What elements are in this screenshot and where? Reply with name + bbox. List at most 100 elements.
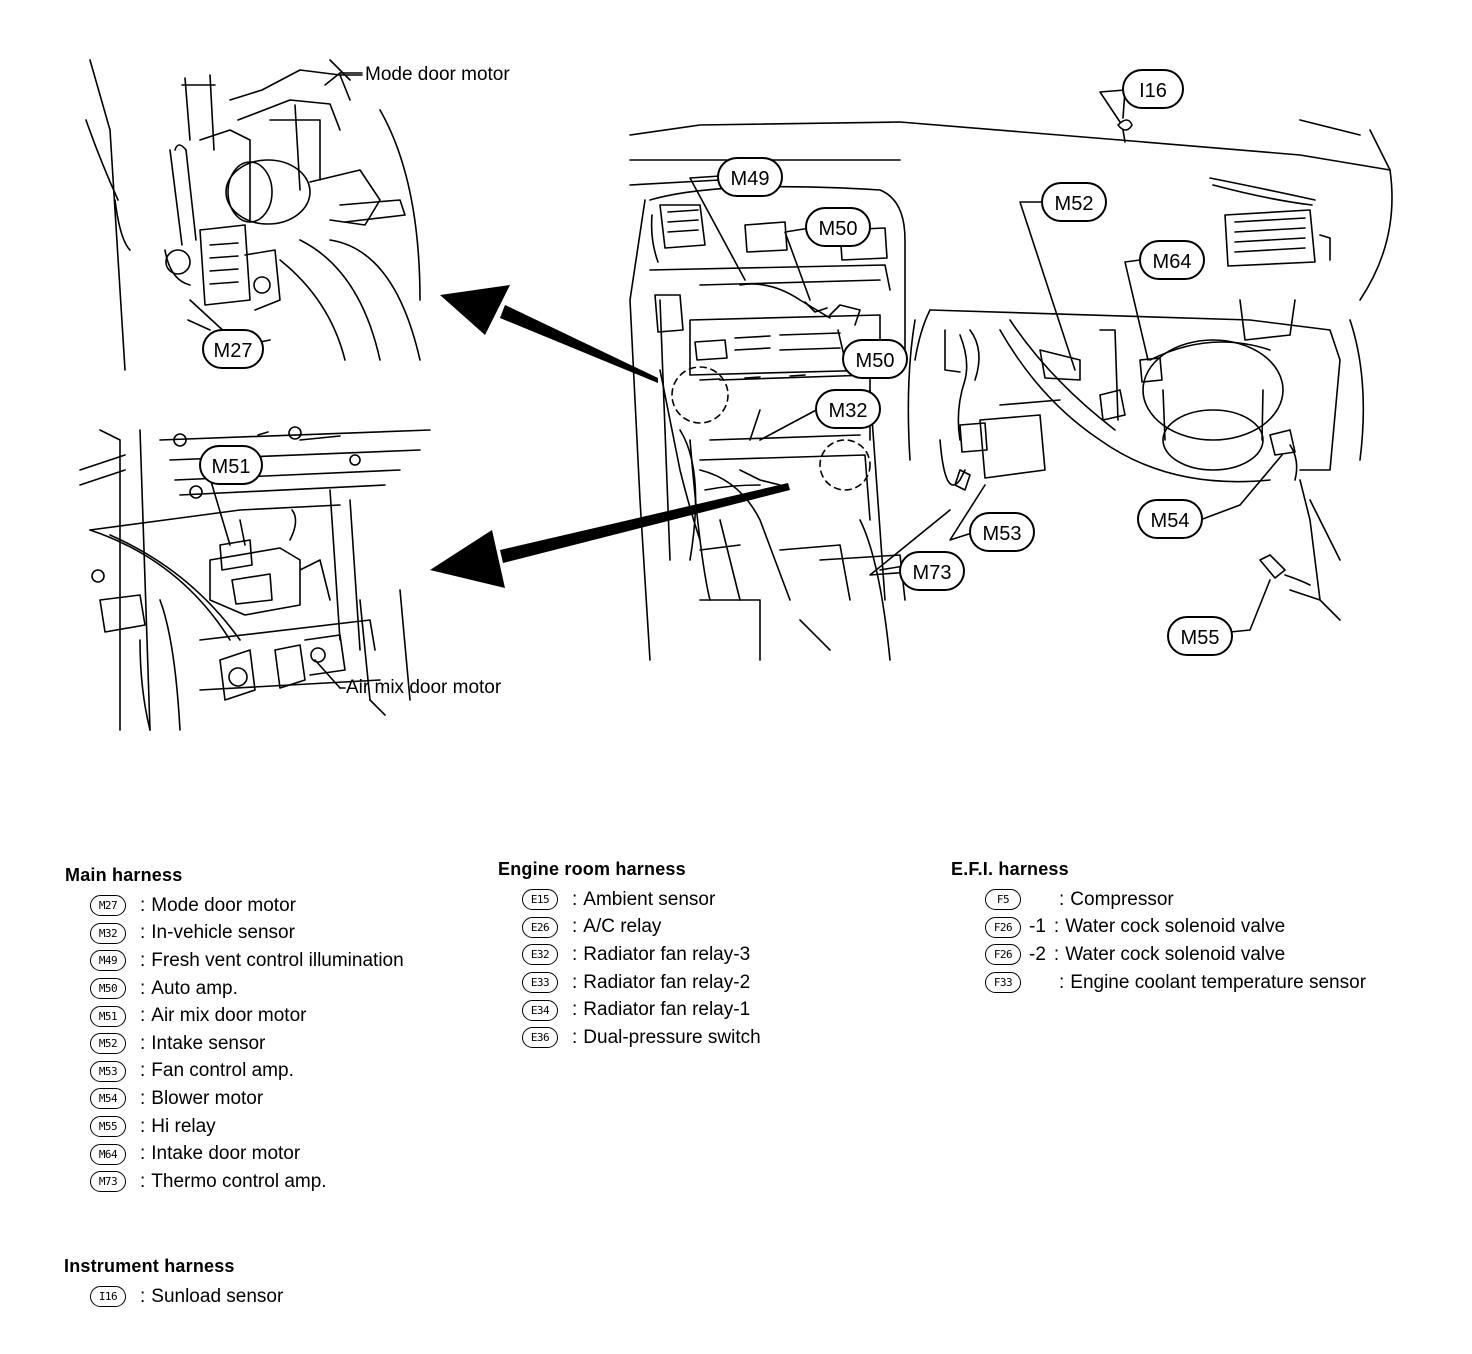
legend-label: Sunload sensor: [151, 1285, 284, 1307]
connector-badge: M73: [90, 1171, 126, 1193]
legend-row: M52:Intake sensor: [90, 1030, 404, 1058]
legend-label: A/C relay: [583, 916, 662, 938]
connector-badge: F26: [985, 944, 1021, 966]
oval-m49: [717, 157, 783, 197]
colon: :: [140, 1087, 146, 1109]
instrument-panel-view: [629, 119, 1393, 661]
callout-m51: M51: [212, 456, 251, 478]
component-location-drawing: Mode door motor Air mix door motor M27 M…: [79, 59, 1393, 731]
callout-m73: M73: [913, 562, 952, 584]
colon: :: [140, 894, 146, 916]
legend-label: Water cock solenoid valve: [1065, 916, 1286, 938]
legend-label: Hi relay: [151, 1115, 216, 1137]
connector-badge: F5: [985, 889, 1021, 911]
connector-badge: M32: [90, 922, 126, 944]
section-title: Main harness: [65, 865, 183, 885]
callout-ovals: [199, 69, 1233, 656]
colon: :: [1053, 943, 1060, 965]
connector-badge: M50: [90, 978, 126, 1000]
legend-row: F5:Compressor: [985, 886, 1366, 914]
oval-i16: [1122, 69, 1184, 109]
legend-label: Compressor: [1070, 888, 1174, 910]
callout-m53: M53: [983, 523, 1022, 545]
colon: :: [140, 1005, 146, 1027]
legend-row: E26:A/C relay: [522, 914, 761, 942]
legend-label: Intake door motor: [151, 1143, 301, 1165]
oval-m73: [899, 551, 965, 591]
pin-suffix: -2: [1029, 943, 1046, 965]
section-title: Instrument harness: [64, 1256, 235, 1276]
legend-row: M54:Blower motor: [90, 1085, 404, 1113]
connector-badge: F26: [985, 916, 1021, 938]
callout-m52: M52: [1055, 193, 1094, 215]
callout-m32: M32: [829, 400, 868, 422]
legend-label: Intake sensor: [151, 1032, 266, 1054]
connector-badge: E32: [522, 944, 558, 966]
legend-row: M27:Mode door motor: [90, 892, 404, 920]
pin-suffix: -1: [1029, 916, 1046, 938]
legend-row: M55:Hi relay: [90, 1113, 404, 1141]
connector-badge: E26: [522, 916, 558, 938]
section-title: Engine room harness: [498, 859, 686, 879]
oval-m64: [1139, 240, 1205, 280]
oval-m51: [199, 445, 263, 485]
colon: :: [140, 1115, 146, 1137]
callout-m27: M27: [214, 340, 253, 362]
callout-air-mix-door-motor: Air mix door motor: [346, 677, 502, 698]
connector-badge: M54: [90, 1088, 126, 1110]
connector-badge: I16: [90, 1286, 126, 1308]
legend-label: Blower motor: [151, 1087, 264, 1109]
legend-label: Fan control amp.: [151, 1060, 294, 1082]
callout-m50a: M50: [819, 218, 858, 240]
colon: :: [572, 916, 578, 938]
oval-m32: [815, 389, 881, 429]
callout-mode-door-motor: Mode door motor: [365, 64, 510, 85]
callout-i16: I16: [1139, 80, 1167, 102]
legend-efi-harness: E.F.I. harness F5:Compressor F26-1:Water…: [951, 859, 1366, 996]
connector-badge: M51: [90, 1005, 126, 1027]
oval-m54: [1137, 499, 1203, 539]
oval-m53: [969, 512, 1035, 552]
air-mix-door-motor-inset: [79, 426, 431, 731]
callout-m49: M49: [731, 168, 770, 190]
connector-badge: M27: [90, 895, 126, 917]
legend-label: Air mix door motor: [151, 1005, 307, 1027]
legend-label: Water cock solenoid valve: [1065, 943, 1286, 965]
colon: :: [140, 1143, 146, 1165]
legend-row: M73:Thermo control amp.: [90, 1168, 404, 1196]
colon: :: [140, 949, 146, 971]
legend-row: F26 -1:Water cock solenoid valve: [985, 914, 1366, 942]
colon: :: [572, 943, 578, 965]
oval-m50b: [842, 339, 908, 379]
legend-label: Radiator fan relay-3: [583, 943, 751, 965]
legend-label: Fresh vent control illumination: [151, 949, 404, 971]
legend-row: M51:Air mix door motor: [90, 1002, 404, 1030]
legend-row: M49:Fresh vent control illumination: [90, 947, 404, 975]
colon: :: [140, 1170, 146, 1192]
legend-row: M50:Auto amp.: [90, 975, 404, 1003]
callout-m50b: M50: [856, 350, 895, 372]
connector-badge: M52: [90, 1033, 126, 1055]
colon: :: [1053, 916, 1060, 938]
connector-badge: M53: [90, 1060, 126, 1082]
connector-badge: M49: [90, 950, 126, 972]
legend-label: Dual-pressure switch: [583, 1026, 761, 1048]
legend-row: E34:Radiator fan relay-1: [522, 996, 761, 1024]
legend-row: E36:Dual-pressure switch: [522, 1024, 761, 1052]
oval-m27: [202, 329, 264, 369]
connector-badge: M64: [90, 1143, 126, 1165]
legend-row: M53:Fan control amp.: [90, 1058, 404, 1086]
legend-row: I16:Sunload sensor: [90, 1283, 283, 1311]
legend-label: Radiator fan relay-1: [583, 999, 751, 1021]
oval-m50a: [805, 207, 871, 247]
legend-main-harness: Main harness M27:Mode door motor M32:In-…: [65, 865, 404, 1196]
colon: :: [140, 1060, 146, 1082]
section-title: E.F.I. harness: [951, 859, 1069, 879]
legend-label: Auto amp.: [151, 977, 238, 999]
legend-engine-room-harness: Engine room harness E15:Ambient sensor E…: [498, 859, 761, 1052]
colon: :: [140, 1285, 146, 1307]
legend-label: Mode door motor: [151, 894, 296, 916]
legend-label: Thermo control amp.: [151, 1170, 327, 1192]
connector-badge: E36: [522, 1027, 558, 1049]
connector-badge: M55: [90, 1116, 126, 1138]
